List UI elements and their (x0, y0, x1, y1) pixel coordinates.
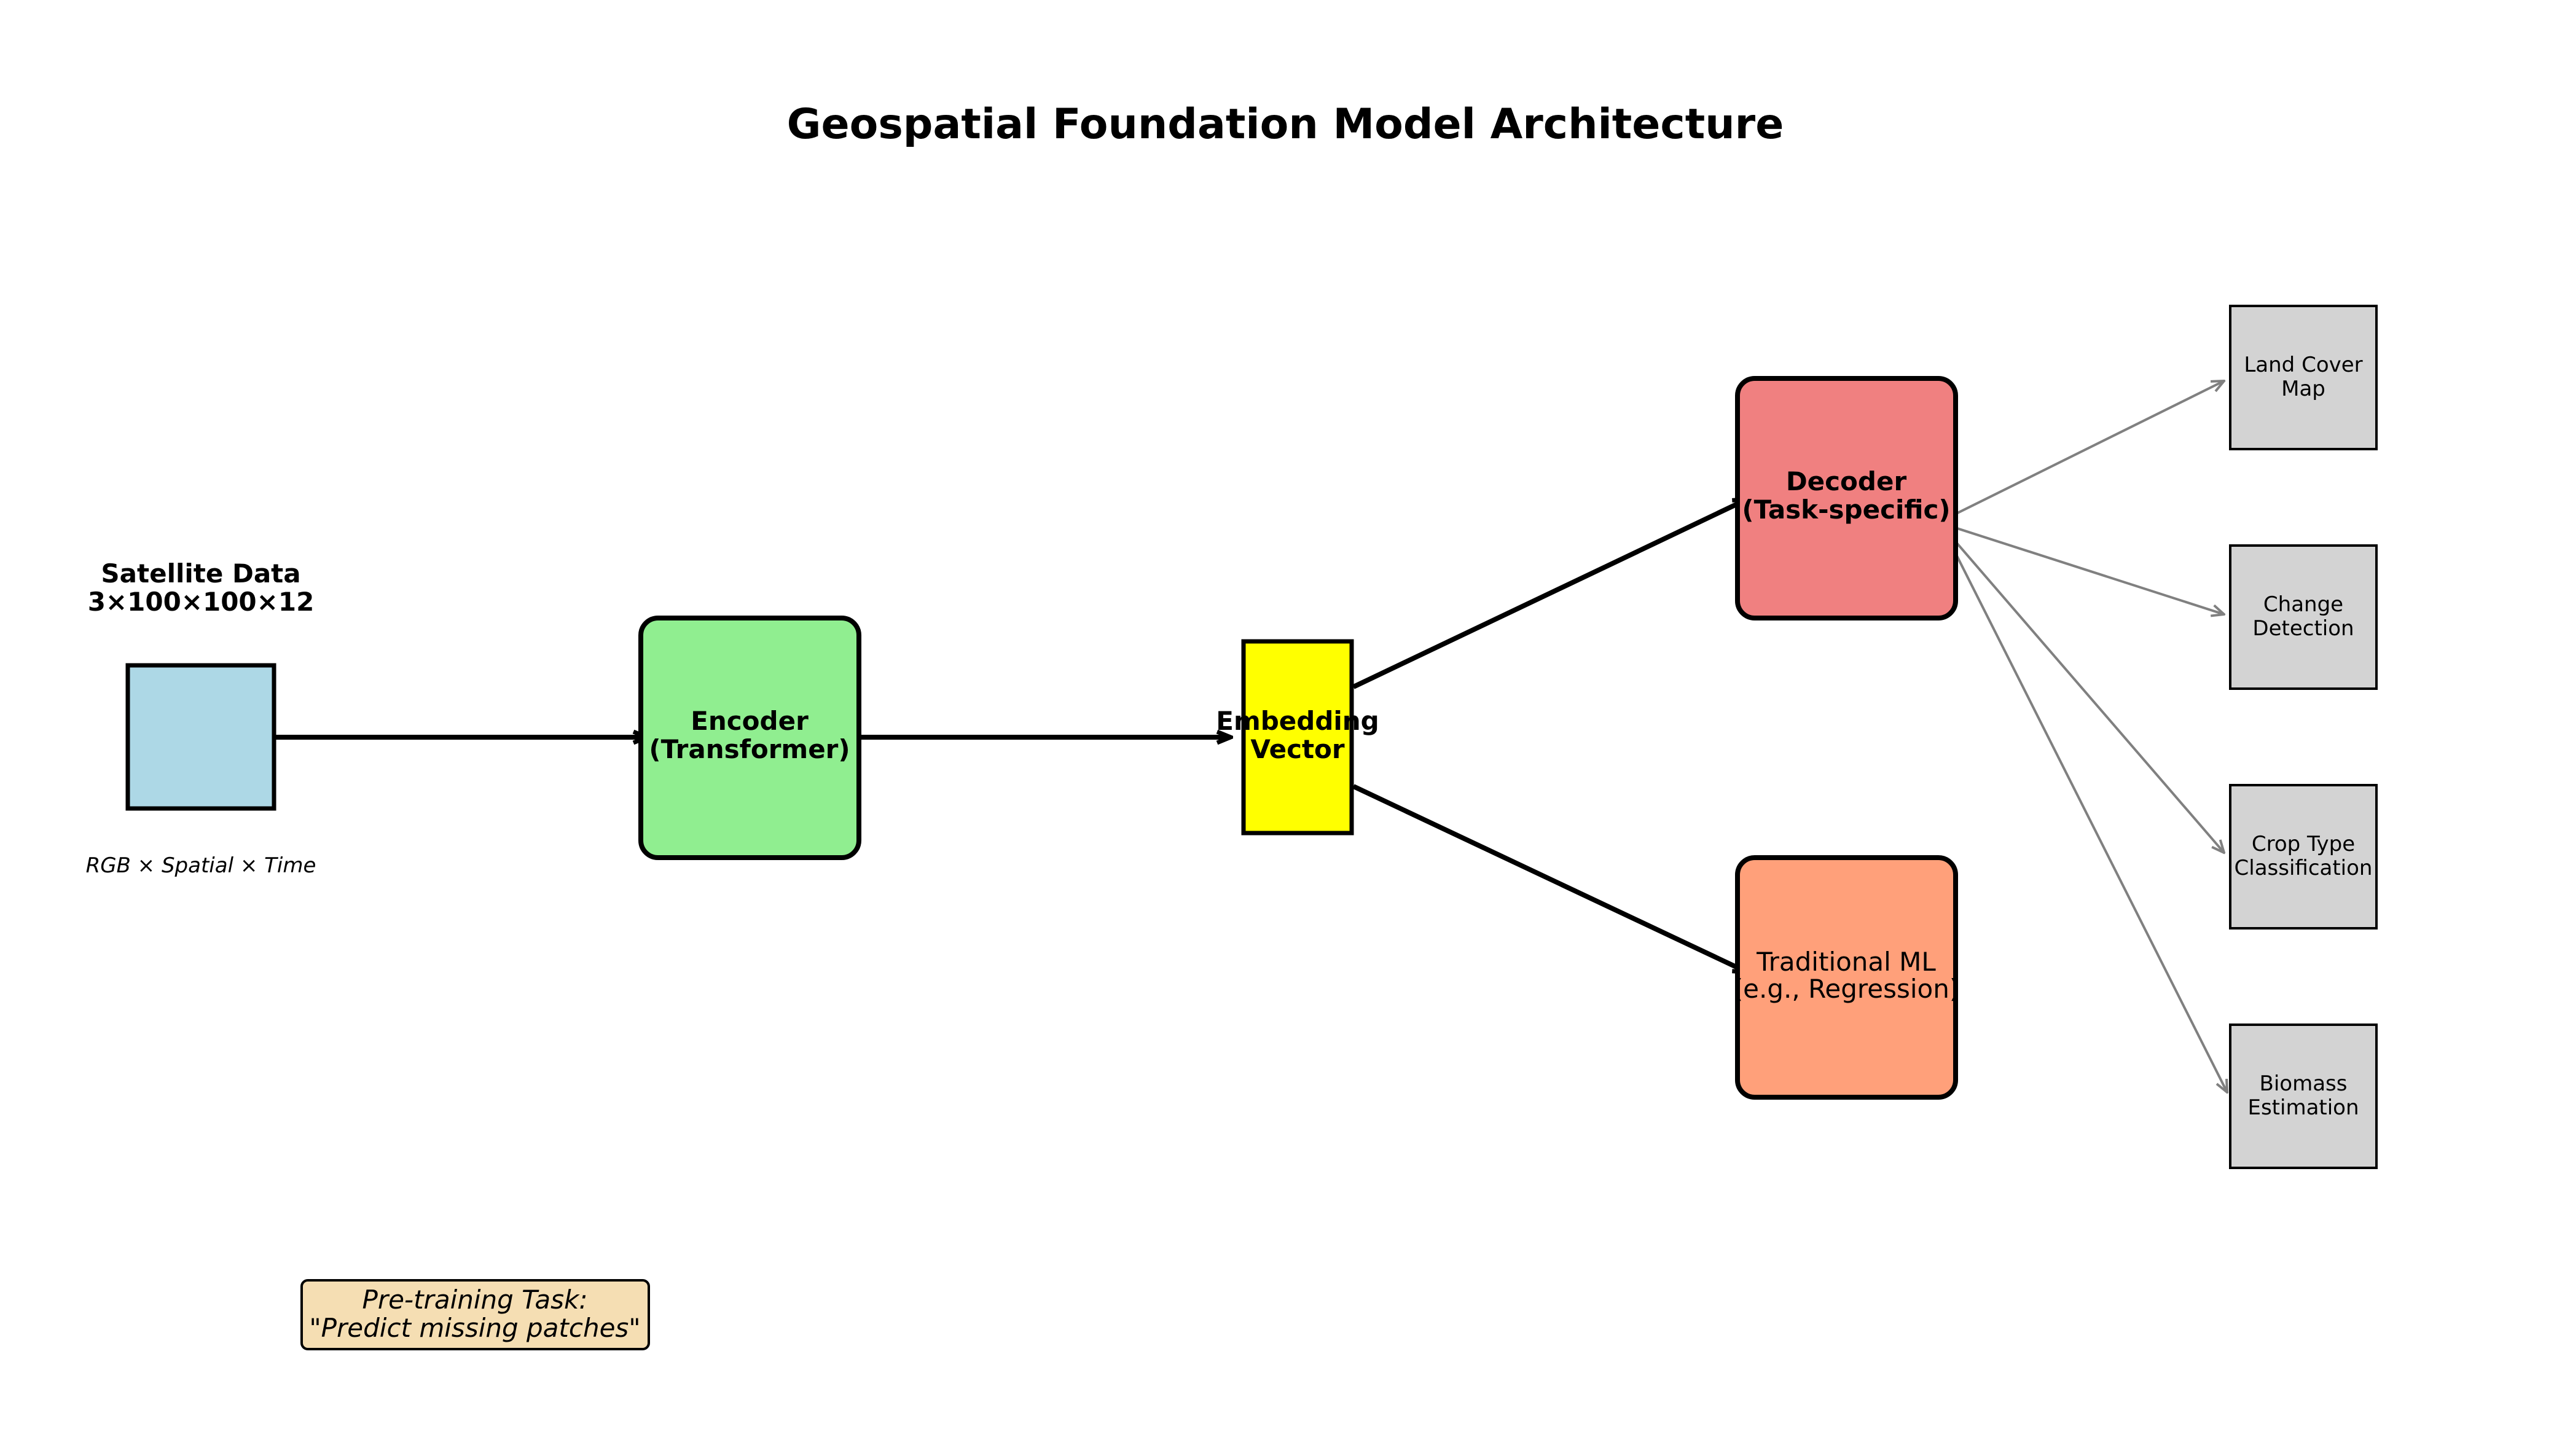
embedding-label-line2: Vector (1250, 734, 1345, 764)
arrow-decoder-to-land-cover (1947, 381, 2224, 519)
output-box-biomass (2229, 1024, 2378, 1169)
satellite-dimensions: 3×100×100×12 (88, 587, 315, 617)
diagram-title: Geospatial Foundation Model Architecture (787, 100, 1784, 149)
output-box-crop-type (2229, 784, 2378, 930)
output-label-biomass-line2: Estimation (2247, 1095, 2359, 1120)
arrow-decoder-to-biomass (1940, 525, 2227, 1092)
output-label-crop-line1: Crop Type (2252, 832, 2355, 856)
embedding-label-line1: Embedding (1216, 706, 1379, 736)
pretraining-note-line1: Pre-training Task: (362, 1285, 588, 1315)
arrow-decoder-to-change (1947, 524, 2224, 614)
arrow-decoder-to-crop (1940, 524, 2224, 853)
output-label-biomass-line1: Biomass (2260, 1071, 2348, 1096)
arrow-embedding-to-decoder (1352, 499, 1747, 689)
traditional-ml-label-line1: Traditional ML (1756, 947, 1936, 977)
satellite-caption: RGB × Spatial × Time (86, 853, 316, 878)
output-label-crop-line2: Classification (2235, 856, 2373, 880)
output-label-land-cover-line1: Land Cover (2244, 353, 2362, 377)
decoder-label-line1: Decoder (1786, 466, 1907, 496)
decoder-label-line2: (Task-specific) (1742, 495, 1950, 525)
satellite-data-box (125, 663, 276, 811)
pretraining-note-box (300, 1279, 650, 1350)
output-box-land-cover (2229, 305, 2378, 450)
output-label-land-cover-line2: Map (2281, 377, 2325, 401)
satellite-title: Satellite Data (101, 558, 300, 589)
decoder-box (1735, 376, 1958, 620)
output-label-change-line1: Change (2263, 592, 2343, 617)
encoder-box (638, 616, 861, 860)
output-box-change-detection (2229, 544, 2378, 690)
arrow-embedding-to-traditional (1352, 784, 1747, 972)
traditional-ml-box (1735, 855, 1958, 1100)
encoder-label-line2: (Transformer) (649, 734, 850, 764)
pretraining-note-line2: "Predict missing patches" (309, 1313, 640, 1343)
embedding-box (1241, 639, 1354, 836)
output-label-change-line2: Detection (2252, 616, 2354, 641)
traditional-ml-label-line2: (e.g., Regression) (1733, 974, 1959, 1004)
encoder-label-line1: Encoder (691, 706, 809, 736)
